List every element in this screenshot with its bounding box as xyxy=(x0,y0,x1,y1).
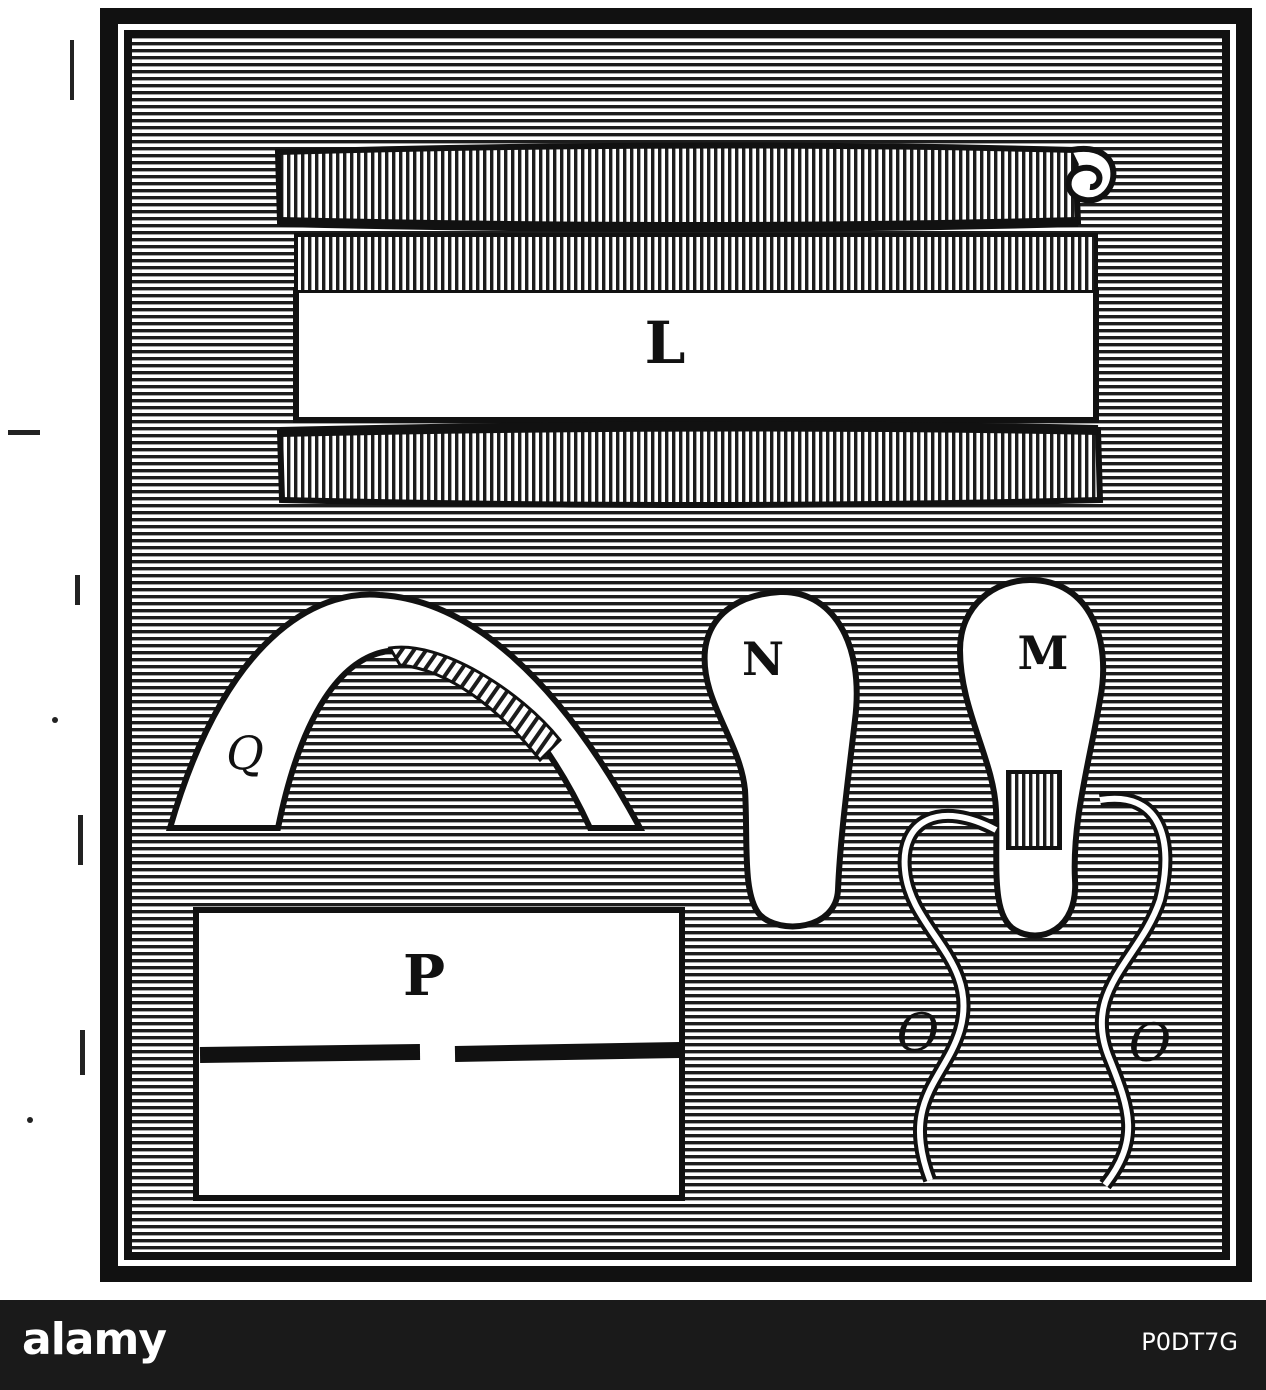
label-p: P xyxy=(402,943,446,1009)
watermark-bar: alamy P0DT7G xyxy=(0,1300,1266,1390)
watermark-brand: alamy xyxy=(22,1314,167,1365)
cloth-figure xyxy=(193,907,685,1201)
watermark-image-id: P0DT7G xyxy=(1141,1328,1238,1356)
label-l: L xyxy=(644,309,686,377)
label-o-left: O xyxy=(896,1004,940,1064)
sole-n-figure xyxy=(701,588,860,930)
label-m: M xyxy=(1017,626,1069,680)
label-o-right: O xyxy=(1128,1014,1172,1074)
scroll-figure xyxy=(274,142,1117,508)
label-n: N xyxy=(741,632,785,686)
label-q: Q xyxy=(226,726,264,780)
engraved-plate xyxy=(8,8,1252,1282)
sole-m-figure xyxy=(897,576,1173,1190)
arch-figure xyxy=(166,591,646,831)
margin-marks xyxy=(8,40,85,1123)
